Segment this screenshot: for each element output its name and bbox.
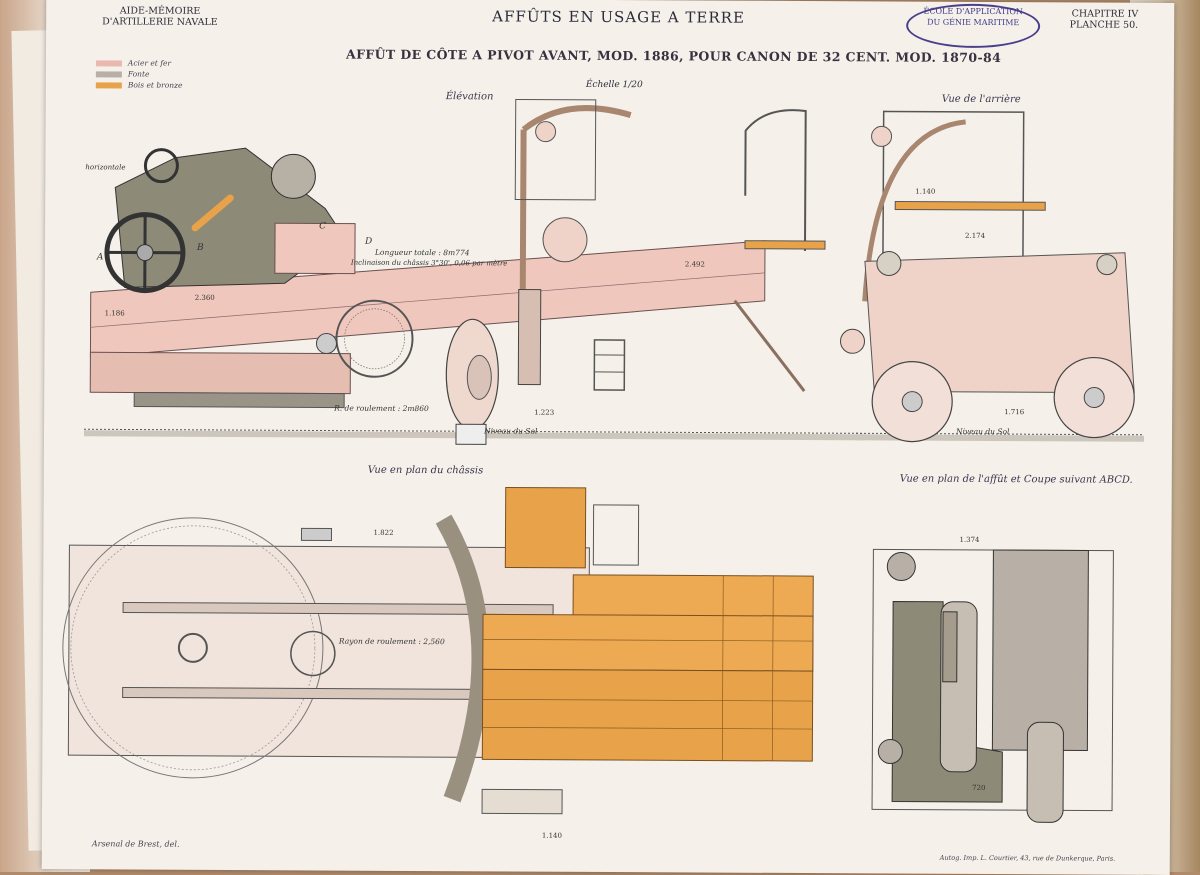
label-inclinaison: Inclinaison du châssis 3°30', 0,06 par m…: [350, 259, 508, 268]
label-roulement-elev: R. de roulement : 2m860: [333, 404, 429, 414]
rear-drum-right: [1097, 255, 1117, 275]
platform-lower: [482, 669, 812, 761]
winch-top: [301, 528, 331, 540]
pivot-block: [456, 424, 486, 444]
platform-steps: [593, 505, 638, 565]
rear-wheel-left-hub: [902, 392, 922, 412]
dim-1140-plan: 1.140: [542, 832, 562, 840]
section-gear-top: [887, 552, 915, 580]
plan-affut-view: 720 1.374: [872, 535, 1113, 822]
rear-top-pulley: [872, 126, 892, 146]
platform-center-strip: [483, 614, 813, 671]
technical-drawing: A B C D horizontale Longueur totale : 8m…: [42, 0, 1175, 875]
elevation-gear-top: [271, 154, 315, 198]
rear-wheel-right-hub: [1084, 387, 1104, 407]
front-roller-hub: [467, 355, 491, 399]
dim-1716: 1.716: [1004, 408, 1025, 416]
plate-sheet: AIDE-MÉMOIRE D'ARTILLERIE NAVALE AFFÛTS …: [42, 0, 1175, 875]
section-letter-c: C: [319, 221, 326, 231]
crane-top-pulley: [536, 122, 556, 142]
spring-coil: [943, 612, 957, 682]
section-center-casting: [992, 550, 1088, 750]
rear-platform-floor: [745, 241, 825, 249]
dim-1374: 1.374: [959, 536, 980, 544]
rear-drum-left: [877, 251, 901, 275]
rear-side-gear: [840, 329, 864, 353]
label-niveau-sol-right: Niveau du Sol: [955, 427, 1010, 436]
front-plate: [275, 223, 355, 273]
rear-strut: [734, 301, 804, 391]
crane-cylinder: [518, 290, 540, 385]
section-letter-d: D: [364, 237, 372, 247]
footer-printer: Autog. Imp. L. Courtier, 43, rue de Dunk…: [940, 854, 1115, 863]
recoil-cylinder-right: [1027, 722, 1064, 822]
dim-1223: 1.223: [534, 409, 554, 417]
crane-pulley: [543, 218, 587, 262]
rear-railing: [883, 111, 1024, 262]
dim-2492: 2.492: [685, 260, 705, 268]
dim-720: 720: [972, 784, 985, 792]
label-longueur: Longueur totale : 8m774: [374, 248, 470, 258]
footer-drafter: Arsenal de Brest, del.: [92, 839, 180, 848]
dim-1822: 1.822: [373, 529, 393, 537]
dim-1140-rear: 1.140: [915, 188, 935, 196]
handwheel-hub: [137, 245, 153, 261]
rear-platform-plank1: [895, 202, 1045, 211]
chassis-front-block: [90, 352, 350, 393]
dim-1186: 1.186: [105, 309, 126, 317]
label-roulement-plan: Rayon de roulement : 2,560: [338, 637, 445, 647]
rear-platform-frame: [745, 110, 806, 251]
dim-2174: 2.174: [965, 232, 986, 240]
wooden-platform-plan: [482, 487, 813, 761]
ladder: [594, 340, 624, 390]
section-letter-b: B: [196, 243, 204, 253]
label-niveau-sol-left: Niveau du Sol: [483, 426, 538, 435]
base-rail: [134, 393, 344, 408]
pinion-lower: [316, 333, 336, 353]
label-horizontale: horizontale: [85, 163, 125, 171]
dim-2360: 2.360: [195, 294, 215, 302]
chassis-rail-top: [123, 602, 553, 614]
rear-view: Niveau du Sol 1.716 2.174 1.140: [840, 111, 1146, 443]
platform-upper-block: [505, 487, 585, 567]
section-gear-bottom: [878, 739, 902, 763]
elevation-view: A B C D horizontale Longueur totale : 8m…: [84, 97, 866, 446]
winch-bottom: [482, 789, 562, 813]
section-letter-a: A: [96, 252, 104, 262]
